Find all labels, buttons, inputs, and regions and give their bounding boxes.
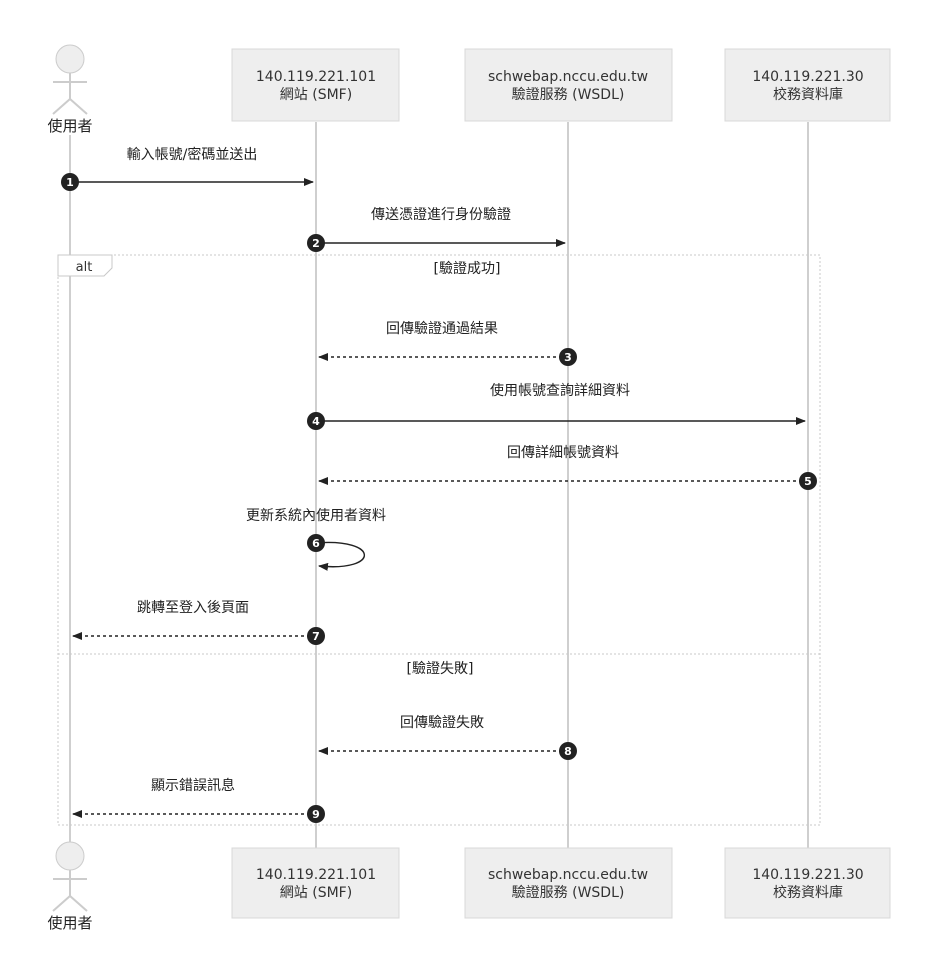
message-label: 顯示錯誤訊息: [151, 777, 235, 794]
guard-failure: [驗證失敗]: [407, 660, 474, 677]
guard-success: [驗證成功]: [434, 260, 501, 277]
step-number: 5: [804, 475, 812, 488]
step-number-badge: [307, 534, 325, 552]
step-number-badge: [559, 742, 577, 760]
alt-fragment: alt [驗證成功] [驗證失敗]: [57, 254, 821, 826]
step-number-badge: [307, 412, 325, 430]
participant-smf-top: 140.119.221.101 網站 (SMF): [231, 48, 400, 122]
actor-head-icon: [55, 841, 85, 871]
step-number-badge: [307, 627, 325, 645]
participant-smf-bottom: 140.119.221.101 網站 (SMF): [231, 847, 400, 919]
step-number: 6: [312, 537, 320, 550]
participant-db-line1: 140.119.221.30: [752, 867, 863, 883]
message-1: 輸入帳號/密碼並送出 1: [61, 146, 314, 191]
step-number: 8: [564, 745, 572, 758]
step-number-badge: [61, 173, 79, 191]
participant-db-top: 140.119.221.30 校務資料庫: [724, 48, 891, 122]
step-number: 3: [564, 351, 572, 364]
actor-legs: [52, 97, 88, 115]
message-label: 回傳詳細帳號資料: [507, 445, 619, 461]
participant-db-line1: 140.119.221.30: [752, 69, 863, 85]
message-2: 傳送憑證進行身份驗證 2: [307, 206, 566, 252]
message-7: 跳轉至登入後頁面 7: [72, 600, 325, 645]
message-5: 回傳詳細帳號資料 5: [318, 445, 817, 490]
step-number: 7: [312, 630, 320, 643]
step-number-badge: [799, 472, 817, 490]
participant-wsdl-bottom: schwebap.nccu.edu.tw 驗證服務 (WSDL): [464, 847, 673, 919]
participant-wsdl-line1: schwebap.nccu.edu.tw: [488, 69, 648, 85]
message-label: 跳轉至登入後頁面: [137, 600, 249, 616]
message-label: 輸入帳號/密碼並送出: [127, 146, 258, 163]
alt-label: alt: [76, 260, 93, 275]
participant-wsdl-line2: 驗證服務 (WSDL): [512, 86, 625, 103]
message-4: 使用帳號查詢詳細資料 4: [307, 382, 806, 430]
actor-legs: [52, 894, 88, 912]
message-9: 顯示錯誤訊息 9: [72, 777, 325, 823]
message-label: 更新系統內使用者資料: [246, 507, 386, 524]
participant-smf-line2: 網站 (SMF): [280, 885, 352, 901]
participant-smf-line1: 140.119.221.101: [256, 69, 376, 85]
message-self-arrow: [315, 541, 365, 571]
alt-frame: [57, 254, 821, 826]
step-number-badge: [307, 234, 325, 252]
alt-tab: [57, 254, 113, 277]
step-number: 2: [312, 237, 320, 250]
message-6: 更新系統內使用者資料 6: [246, 507, 386, 571]
message-label: 傳送憑證進行身份驗證: [371, 206, 511, 223]
actor-bottom: 使用者: [47, 841, 93, 932]
message-label: 回傳驗證失敗: [400, 714, 484, 731]
message-label: 使用帳號查詢詳細資料: [490, 382, 630, 399]
actor-head-icon: [55, 44, 85, 74]
step-number: 1: [66, 176, 74, 189]
participant-smf-line2: 網站 (SMF): [280, 87, 352, 103]
participant-wsdl-top: schwebap.nccu.edu.tw 驗證服務 (WSDL): [464, 48, 673, 122]
participant-db-line2: 校務資料庫: [773, 86, 843, 103]
message-3: 回傳驗證通過結果 3: [318, 320, 577, 366]
actor-label-top: 使用者: [47, 117, 92, 135]
participant-wsdl-line1: schwebap.nccu.edu.tw: [488, 867, 648, 883]
participant-db-line2: 校務資料庫: [773, 884, 843, 901]
message-label: 回傳驗證通過結果: [386, 320, 498, 337]
step-number-badge: [307, 805, 325, 823]
participant-db-bottom: 140.119.221.30 校務資料庫: [724, 847, 891, 919]
step-number: 4: [312, 415, 320, 428]
participant-smf-line1: 140.119.221.101: [256, 867, 376, 883]
lifelines: [69, 122, 809, 848]
actor-top: 使用者: [47, 44, 93, 135]
step-number-badge: [559, 348, 577, 366]
actor-label-bottom: 使用者: [47, 914, 92, 932]
message-8: 回傳驗證失敗 8: [318, 714, 577, 760]
participant-wsdl-line2: 驗證服務 (WSDL): [512, 884, 625, 901]
step-number: 9: [312, 808, 320, 821]
